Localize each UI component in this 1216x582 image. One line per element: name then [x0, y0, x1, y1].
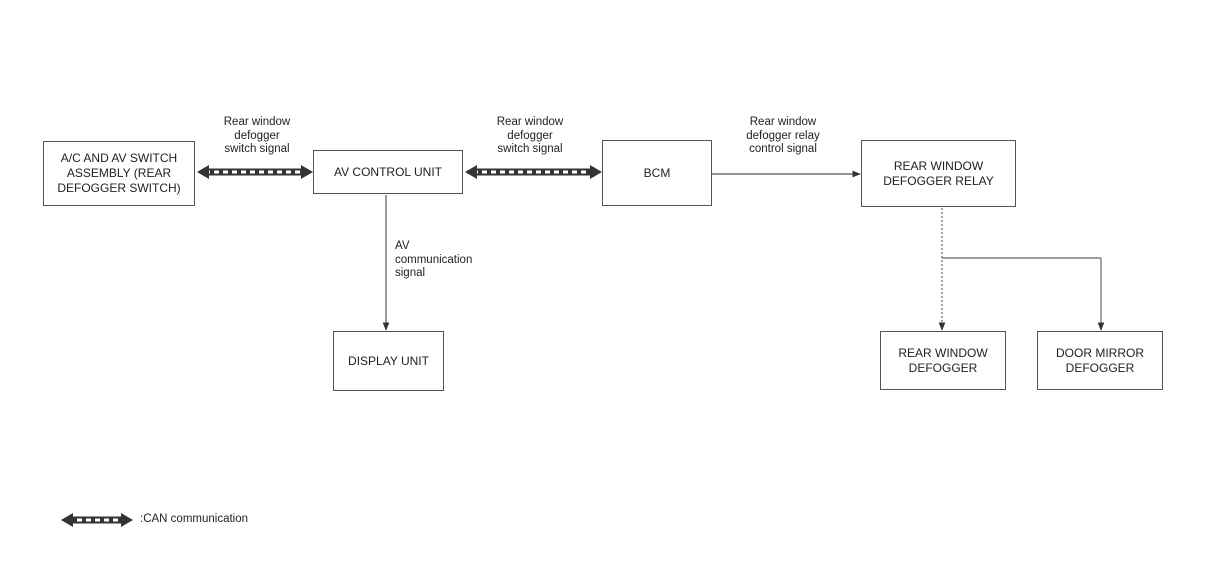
door-mirror-defogger-block: DOOR MIRROR DEFOGGER: [1037, 331, 1163, 390]
legend-can-symbol: [61, 513, 133, 527]
door-mirror-defogger-label: DOOR MIRROR DEFOGGER: [1056, 345, 1144, 375]
signal-label-switch-to-av: Rear window defogger switch signal: [223, 116, 291, 155]
signal-label-av-to-bcm: Rear window defogger switch signal: [496, 116, 564, 155]
legend-label: :CAN communication: [140, 513, 249, 525]
signal-label-av-communication: AV communication signal: [395, 240, 473, 279]
ac-av-switch-assembly-label: A/C AND AV SWITCH ASSEMBLY (REAR DEFOGGE…: [57, 151, 181, 195]
rear-window-defogger-relay-block: REAR WINDOW DEFOGGER RELAY: [861, 140, 1016, 207]
relay-output-lines: [938, 208, 1105, 331]
can-link-switch-av: [197, 165, 313, 179]
display-unit-label: DISPLAY UNIT: [348, 353, 429, 368]
bcm-block: BCM: [602, 140, 712, 206]
ac-av-switch-assembly-block: A/C AND AV SWITCH ASSEMBLY (REAR DEFOGGE…: [43, 141, 195, 206]
rear-window-defogger-block: REAR WINDOW DEFOGGER: [880, 331, 1006, 390]
bcm-label: BCM: [643, 165, 671, 180]
display-unit-block: DISPLAY UNIT: [333, 331, 444, 391]
rear-window-defogger-relay-label: REAR WINDOW DEFOGGER RELAY: [883, 158, 994, 188]
av-control-unit-label: AV CONTROL UNIT: [333, 164, 442, 179]
can-link-av-bcm: [465, 165, 602, 179]
rear-window-defogger-label: REAR WINDOW DEFOGGER: [898, 345, 988, 375]
signal-label-relay-control: Rear window defogger relay control signa…: [746, 116, 820, 155]
av-control-unit-block: AV CONTROL UNIT: [313, 150, 463, 194]
